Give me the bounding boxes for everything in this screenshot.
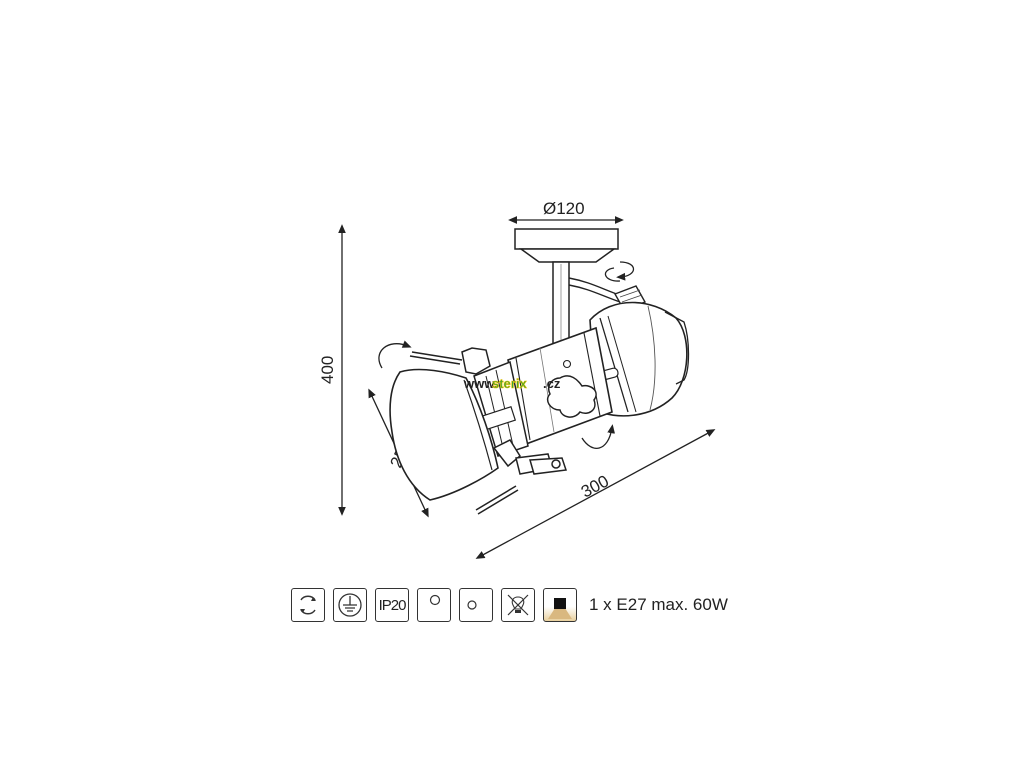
feature-icon-row: IP20 1 x E27 max. 60W	[291, 588, 728, 622]
ceiling-canopy	[514, 228, 619, 263]
diameter-label: Ø120	[543, 199, 585, 218]
single-circle-top-icon	[417, 588, 451, 622]
watermark-suffix: .cz	[543, 376, 561, 391]
cable	[568, 277, 623, 303]
adjustment-knob	[546, 375, 597, 418]
rear-housing	[589, 301, 690, 417]
ip-rating-icon: IP20	[375, 588, 409, 622]
head-tilt-arrow	[378, 340, 412, 369]
ip-rating-label: IP20	[378, 596, 407, 614]
bulb-spec-text: 1 x E27 max. 60W	[589, 595, 728, 614]
canopy-rotation-arrow	[604, 261, 635, 282]
ground-icon	[333, 588, 367, 622]
single-circle-left-icon	[459, 588, 493, 622]
watermark-main: sterix	[492, 376, 527, 391]
light-color-icon	[543, 588, 577, 622]
height-label: 400	[318, 356, 337, 384]
diameter-dimension: Ø120	[508, 199, 624, 224]
width-label: 300	[578, 471, 612, 501]
height-dimension: 400	[318, 224, 346, 516]
watermark-www: www.	[463, 376, 497, 391]
no-dimmer-bulb-icon	[501, 588, 535, 622]
barn-doors	[409, 347, 568, 515]
rotation-icon	[291, 588, 325, 622]
watermark: www. sterix .cz	[463, 376, 561, 392]
body-rotation-arrow	[581, 424, 615, 449]
front-shade	[389, 368, 499, 501]
